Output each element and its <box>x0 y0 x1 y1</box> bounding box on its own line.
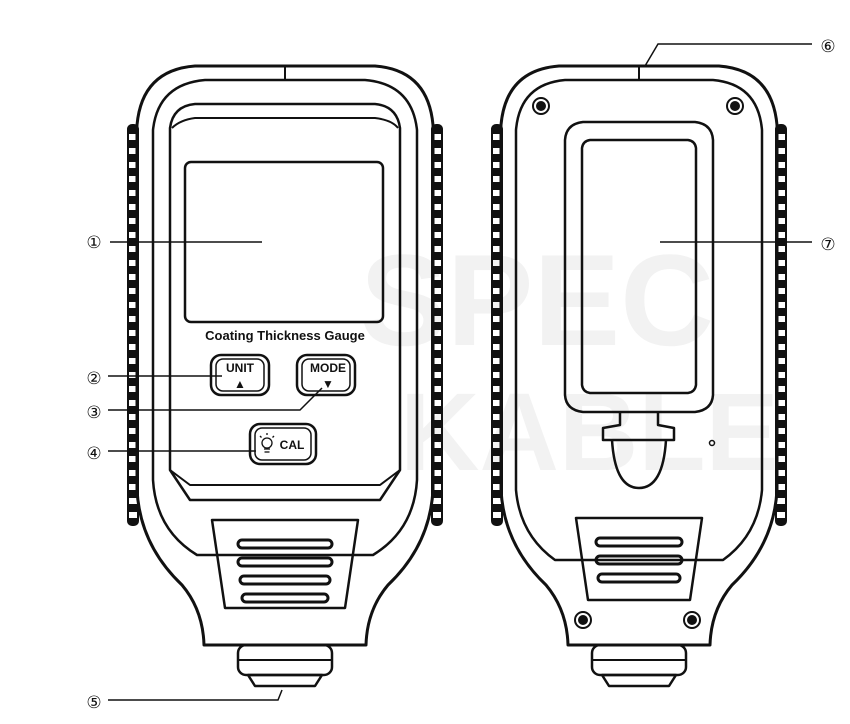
callout-5: ⑤ <box>86 693 101 713</box>
watermark-line1: SPEC <box>360 227 714 373</box>
back-view <box>491 64 787 688</box>
front-vent-grille <box>210 518 360 610</box>
watermark: SPEC KABLE <box>360 227 779 494</box>
watermark-line2: KABLE <box>400 371 779 494</box>
back-body-inner <box>514 78 764 562</box>
down-arrow-icon: ▼ <box>322 377 334 391</box>
callout-line-5 <box>108 689 283 701</box>
mode-button[interactable]: MODE ▼ <box>295 353 357 397</box>
cover-latch <box>610 439 668 490</box>
cal-button[interactable]: CAL <box>248 422 318 466</box>
screw-icon <box>532 97 550 115</box>
callout-6: ⑥ <box>820 37 835 57</box>
front-probe <box>236 643 334 688</box>
screw-icon <box>574 611 592 629</box>
screw-icon <box>683 611 701 629</box>
front-face-chin <box>169 469 401 486</box>
screw-icon <box>726 97 744 115</box>
back-body-outline <box>499 64 779 647</box>
callout-4: ④ <box>86 444 101 464</box>
callout-3: ③ <box>86 403 101 423</box>
mode-button-label: MODE <box>310 361 346 375</box>
callout-line-6 <box>644 43 812 67</box>
front-body-outline <box>135 64 435 647</box>
front-face-plate <box>168 102 402 502</box>
backlight-bulb-icon <box>259 433 275 453</box>
front-face-brow <box>171 117 399 129</box>
front-view: Coating Thickness Gauge UNIT ▲ MODE ▼ <box>127 64 443 688</box>
unit-button-label: UNIT <box>226 361 255 375</box>
callout-line-3 <box>108 387 323 411</box>
reset-hole <box>708 439 716 447</box>
front-body-inner <box>151 78 419 557</box>
up-arrow-icon: ▲ <box>234 377 246 391</box>
callout-2: ② <box>86 369 101 389</box>
cal-button-label: CAL <box>280 438 305 452</box>
device-label: Coating Thickness Gauge <box>205 328 365 343</box>
callout-7: ⑦ <box>820 235 835 255</box>
battery-cover <box>563 120 715 442</box>
unit-button[interactable]: UNIT ▲ <box>209 353 271 397</box>
back-vent-grille <box>574 516 704 602</box>
callout-1: ① <box>86 233 101 253</box>
callouts: ① ② ③ ④ ⑤ ⑥ ⑦ <box>86 37 835 713</box>
back-probe <box>590 643 688 688</box>
